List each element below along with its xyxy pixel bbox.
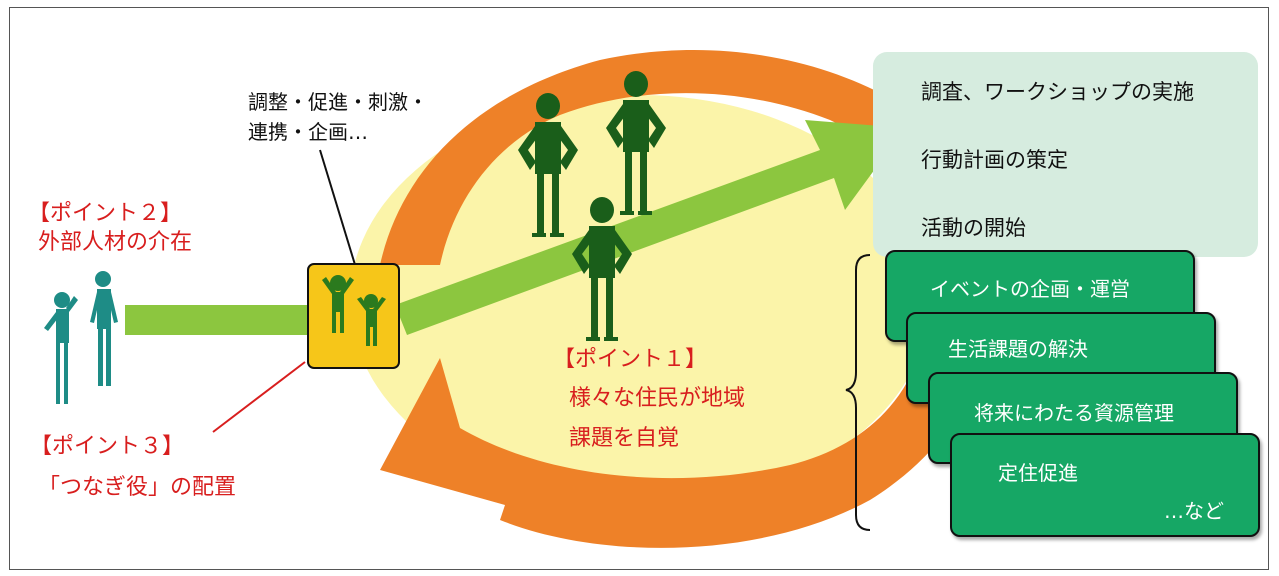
activity-label-living: 生活課題の解決 xyxy=(948,337,1088,361)
coordinator-roles-line2: 連携・企画… xyxy=(248,120,368,144)
residents-icon xyxy=(518,71,666,341)
connector-bar xyxy=(125,305,310,335)
activity-box-settlement: 定住促進 …など xyxy=(950,433,1260,537)
point1-line2: 課題を自覚 xyxy=(569,426,680,451)
step-item-start: 活動の開始 xyxy=(921,216,1026,240)
activity-label-etc: …など xyxy=(1164,499,1224,523)
steps-panel: 調査、ワークショップの実施 行動計画の策定 活動の開始 xyxy=(873,52,1258,257)
coordinator-figures-icon xyxy=(322,275,386,346)
step-item-plan: 行動計画の策定 xyxy=(921,148,1068,172)
point2-text: 外部人材の介在 xyxy=(38,230,193,255)
callout-line-point3 xyxy=(212,361,306,433)
cycle-arrow-bottom xyxy=(380,300,990,548)
step-item-survey: 調査、ワークショップの実施 xyxy=(921,80,1194,104)
activity-label-resources: 将来にわたる資源管理 xyxy=(974,401,1174,425)
callout-line-roles xyxy=(319,149,357,269)
coordinator-roles-line1: 調整・促進・刺激・ xyxy=(248,90,428,114)
point3-text: 「つなぎ役」の配置 xyxy=(38,475,237,500)
outside-experts-icon xyxy=(44,271,118,404)
diagram-frame xyxy=(9,7,1269,570)
growth-arrow xyxy=(395,120,905,335)
point2-heading: 【ポイント２】 xyxy=(28,201,183,226)
activity-label-events: イベントの企画・運営 xyxy=(930,277,1130,301)
point1-heading: 【ポイント１】 xyxy=(553,347,708,372)
community-area-ellipse xyxy=(350,95,930,505)
point1-line1: 様々な住民が地域 xyxy=(569,386,746,411)
activity-label-settlement: 定住促進 xyxy=(998,461,1078,485)
coordinator-box xyxy=(307,263,400,369)
point3-heading: 【ポイント３】 xyxy=(30,434,185,459)
activities-brace xyxy=(845,254,871,531)
cycle-arrow-top xyxy=(380,50,990,266)
